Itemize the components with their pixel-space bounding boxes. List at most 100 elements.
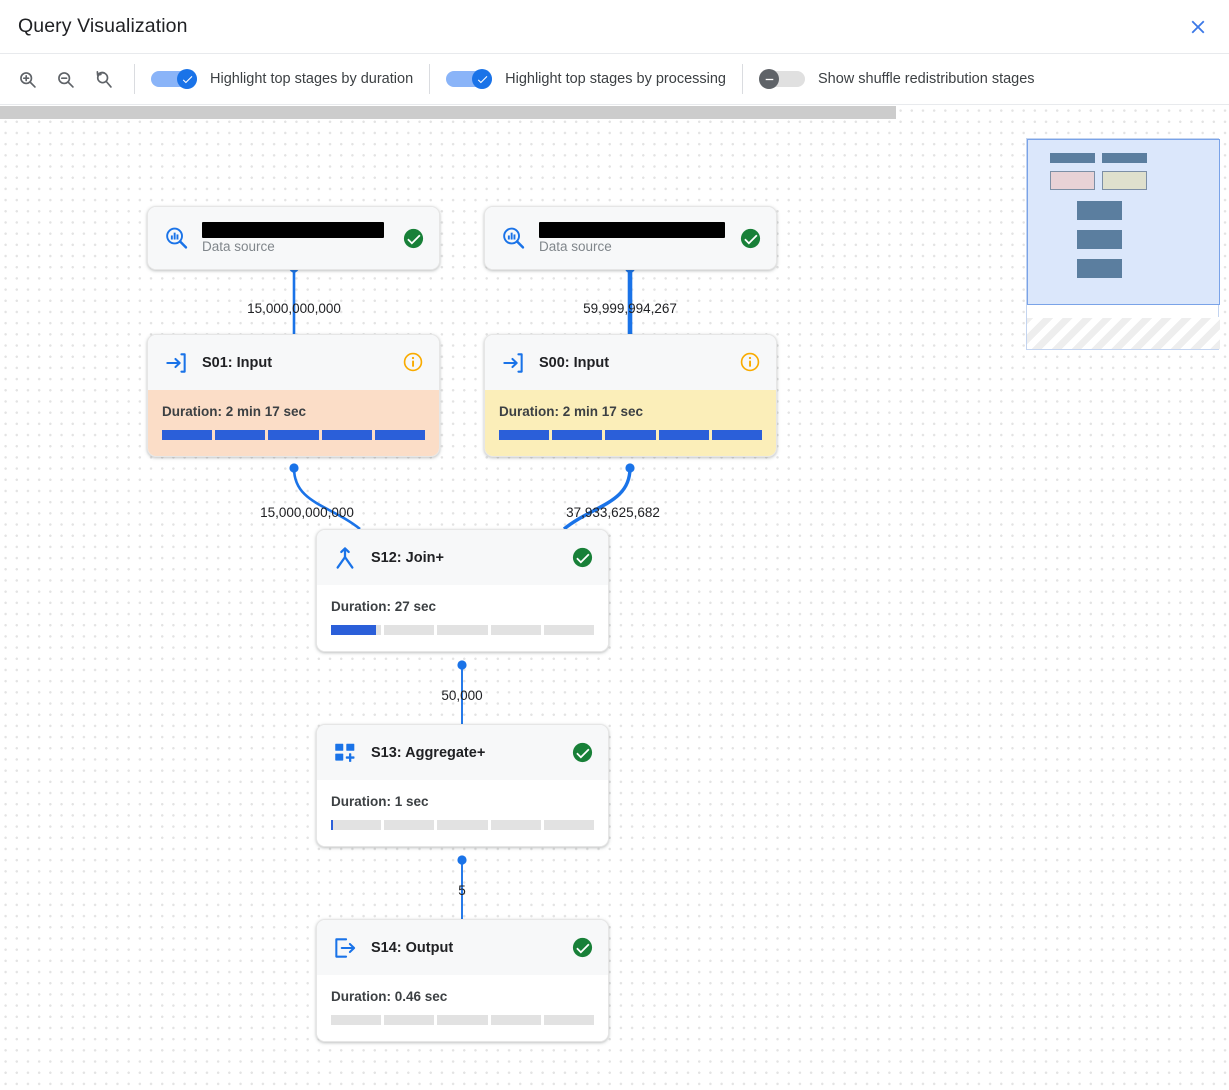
- data-source-text: Data source: [202, 222, 390, 254]
- progress-segment: [543, 1015, 595, 1025]
- node-duration: Duration: 27 sec: [331, 599, 437, 614]
- status-badge-success: [571, 936, 594, 959]
- node-stage-s13[interactable]: S13: Aggregate+ Duration: 1 sec: [316, 724, 609, 847]
- progress-segment: [384, 625, 435, 635]
- progress-segment: [605, 430, 656, 440]
- zoom-in-button[interactable]: [12, 64, 42, 94]
- progress-segment: [374, 430, 426, 440]
- progress-bar: [331, 1015, 595, 1025]
- status-badge-info[interactable]: [402, 351, 425, 374]
- edge-label: 5: [458, 883, 466, 898]
- progress-segment: [711, 430, 763, 440]
- node-duration: Duration: 2 min 17 sec: [162, 404, 307, 419]
- node-body: Duration: 1 sec: [317, 780, 608, 846]
- progress-segment: [437, 820, 488, 830]
- minimap-hatched-area: [1027, 317, 1220, 349]
- data-source-icon: [499, 224, 527, 252]
- toggle-shuffle-stages[interactable]: Show shuffle redistribution stages: [759, 69, 1035, 89]
- zoom-controls: [0, 64, 118, 94]
- toggle-shuffle-stages-switch[interactable]: [759, 69, 805, 89]
- edge-label: 37,933,625,682: [566, 505, 660, 520]
- minimap-node: [1050, 153, 1095, 163]
- edge-endpoint: [457, 855, 467, 865]
- close-button[interactable]: [1181, 10, 1215, 44]
- progress-segment: [384, 1015, 435, 1025]
- node-title: S00: Input: [539, 354, 610, 371]
- node-body: Duration: 27 sec: [317, 585, 608, 651]
- progress-segment: [162, 430, 213, 440]
- toggle-highlight-duration-switch[interactable]: [151, 69, 197, 89]
- node-title: S01: Input: [202, 354, 273, 371]
- node-header: S01: Input: [148, 335, 439, 390]
- edge-label: 50,000: [441, 688, 483, 703]
- node-stage-s01[interactable]: S01: Input Duration: 2 min 17 sec: [147, 334, 440, 457]
- edge-label: 15,000,000,000: [247, 301, 341, 316]
- edge-endpoint: [625, 463, 635, 473]
- progress-segment: [437, 1015, 488, 1025]
- progress-segment: [658, 430, 709, 440]
- progress-segment: [384, 820, 435, 830]
- zoom-out-button[interactable]: [50, 64, 80, 94]
- node-stage-s14[interactable]: S14: Output Duration: 0.46 sec: [316, 919, 609, 1042]
- minimap[interactable]: [1026, 138, 1220, 350]
- minimap-node: [1050, 171, 1095, 190]
- node-header: S14: Output: [317, 920, 608, 975]
- switch-knob: [177, 69, 197, 89]
- status-badge-success: [571, 741, 594, 764]
- minimap-node: [1077, 201, 1122, 220]
- toggle-highlight-duration[interactable]: Highlight top stages by duration: [151, 69, 413, 89]
- progress-segment: [331, 625, 382, 635]
- dialog-header: Query Visualization: [0, 0, 1229, 53]
- progress-bar: [331, 820, 595, 830]
- toggle-highlight-processing[interactable]: Highlight top stages by processing: [446, 69, 726, 89]
- data-source-subtitle: Data source: [202, 239, 275, 254]
- page-title: Query Visualization: [18, 15, 188, 37]
- check-icon: [477, 75, 488, 83]
- progress-segment: [268, 430, 319, 440]
- zoom-out-icon: [57, 71, 74, 88]
- data-source-subtitle: Data source: [539, 239, 612, 254]
- minus-icon: [765, 78, 773, 80]
- progress-segment: [552, 430, 603, 440]
- node-title: S13: Aggregate+: [371, 744, 486, 761]
- progress-segment: [331, 1015, 382, 1025]
- minimap-viewport[interactable]: [1027, 139, 1220, 305]
- status-badge-success: [402, 227, 425, 250]
- progress-segment: [321, 430, 372, 440]
- minimap-node: [1102, 171, 1147, 190]
- minimap-node: [1077, 259, 1122, 278]
- node-header: Data source: [485, 207, 776, 269]
- node-stage-s00[interactable]: S00: Input Duration: 2 min 17 sec: [484, 334, 777, 457]
- minimap-node: [1077, 230, 1122, 249]
- horizontal-scrollbar[interactable]: [0, 105, 1229, 119]
- status-badge-info[interactable]: [739, 351, 762, 374]
- horizontal-scrollbar-thumb[interactable]: [0, 106, 896, 119]
- toggle-highlight-processing-label: Highlight top stages by processing: [505, 71, 726, 87]
- node-data-source-right[interactable]: Data source: [484, 206, 777, 270]
- switch-knob: [472, 69, 493, 89]
- toolbar: Highlight top stages by duration Highlig…: [0, 53, 1229, 105]
- status-badge-success: [739, 227, 762, 250]
- node-data-source-left[interactable]: Data source: [147, 206, 440, 270]
- progress-segment: [490, 625, 541, 635]
- progress-segment: [499, 430, 550, 440]
- redacted-name: [202, 222, 384, 238]
- redacted-name: [539, 222, 725, 238]
- node-body: Duration: 2 min 17 sec: [485, 390, 776, 456]
- data-source-text: Data source: [539, 222, 727, 254]
- toggle-highlight-processing-switch[interactable]: [446, 69, 493, 89]
- node-stage-s12[interactable]: S12: Join+ Duration: 27 sec: [316, 529, 609, 652]
- node-header: Data source: [148, 207, 439, 269]
- edge-label: 15,000,000,000: [260, 505, 354, 520]
- progress-bar: [499, 430, 763, 440]
- toggle-shuffle-stages-label: Show shuffle redistribution stages: [818, 71, 1035, 87]
- zoom-reset-button[interactable]: [88, 64, 118, 94]
- node-duration: Duration: 2 min 17 sec: [499, 404, 644, 419]
- progress-segment: [215, 430, 266, 440]
- graph-canvas[interactable]: 15,000,000,000 59,999,994,267 15,000,000…: [0, 105, 1229, 1090]
- data-source-icon: [162, 224, 190, 252]
- edge-endpoint: [457, 660, 467, 670]
- check-icon: [182, 75, 192, 83]
- progress-segment: [331, 820, 382, 830]
- node-header: S00: Input: [485, 335, 776, 390]
